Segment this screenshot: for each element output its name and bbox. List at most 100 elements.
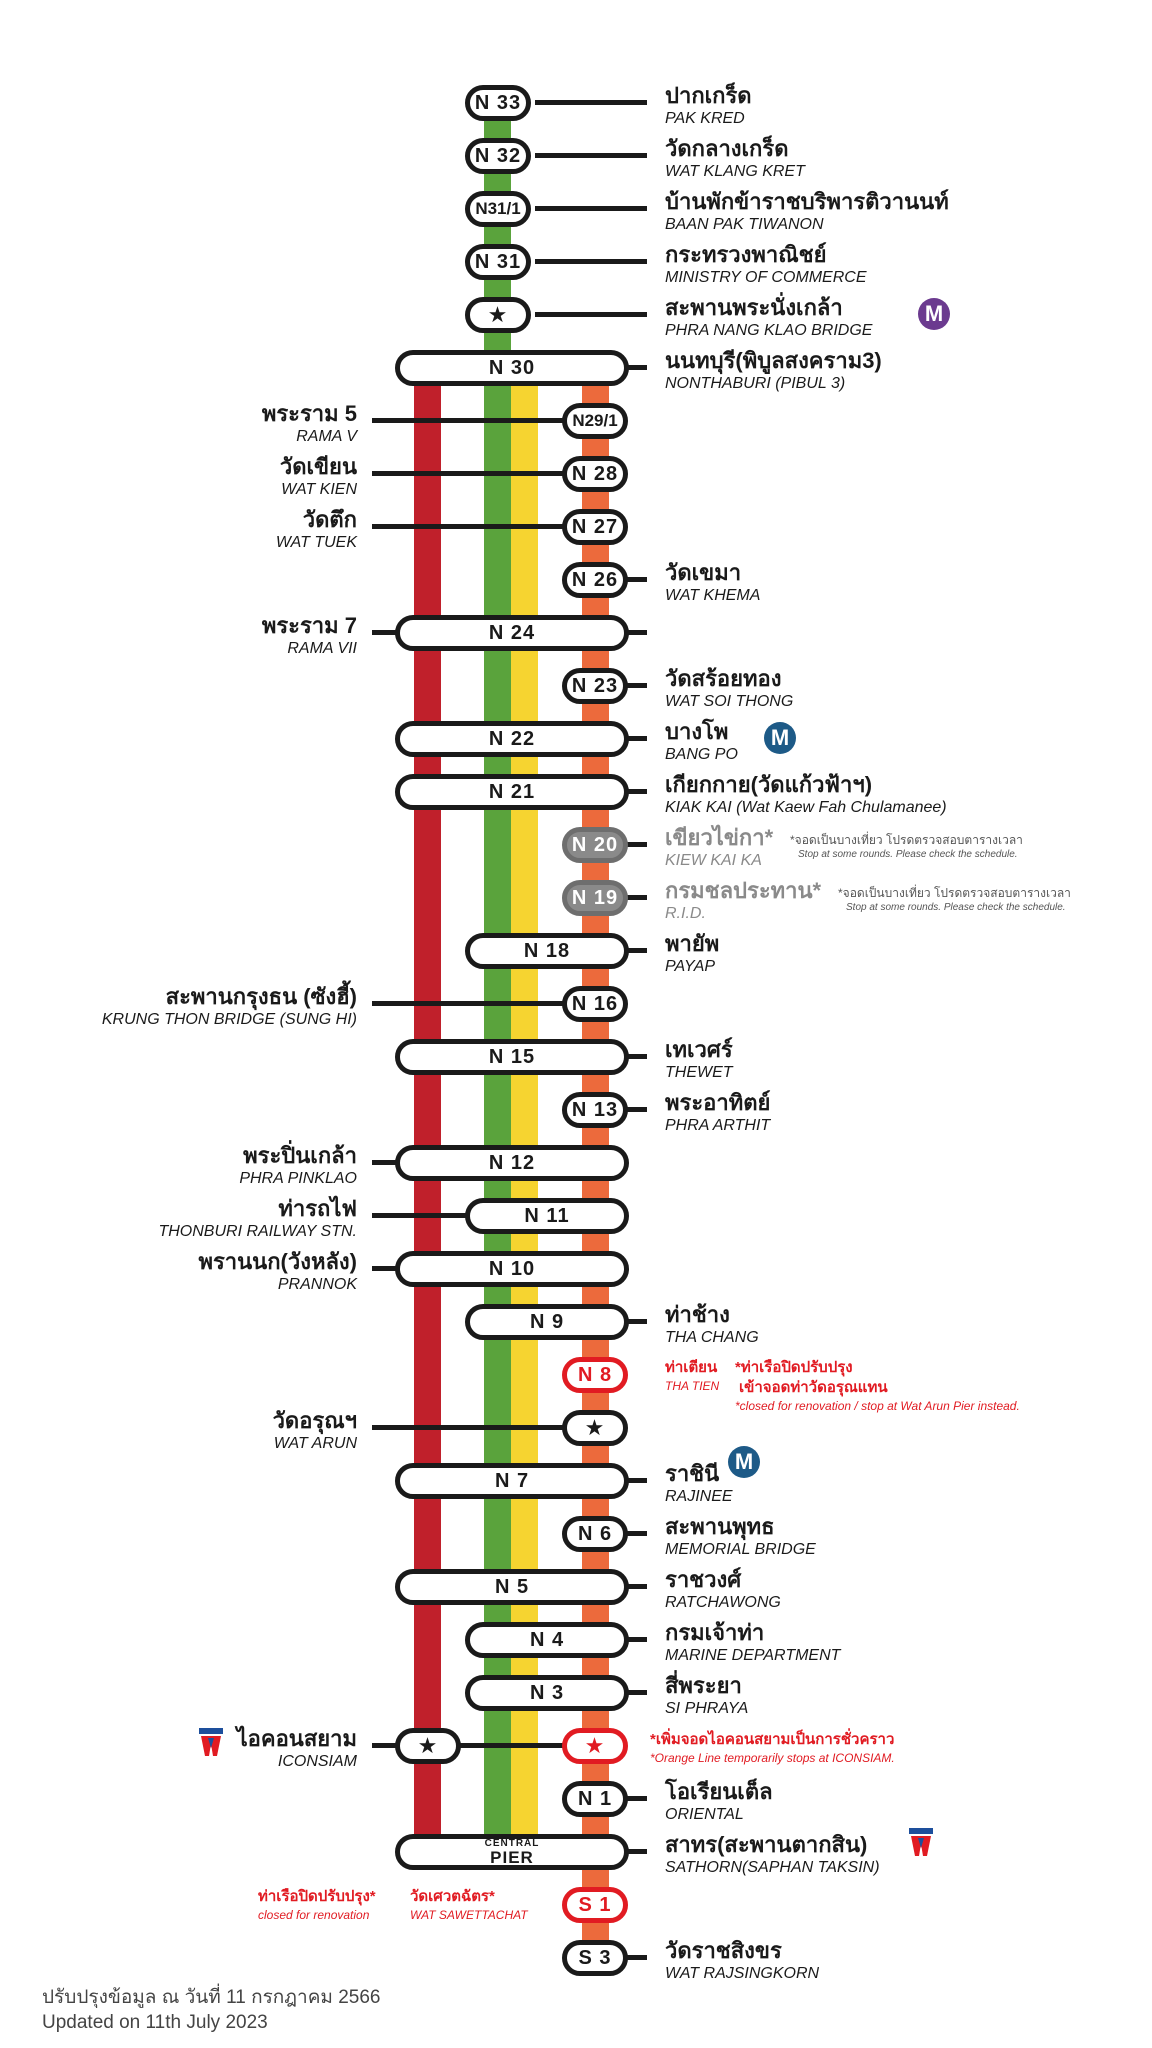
connector <box>626 630 647 635</box>
connector <box>626 577 647 582</box>
station-pill[interactable]: N 6 <box>562 1516 628 1552</box>
connector <box>626 842 647 847</box>
station-pill[interactable]: N 12 <box>395 1145 629 1181</box>
star-icon: ★ <box>584 1733 606 1758</box>
station-label: เขียวไข่กา*KIEW KAI KA <box>665 825 774 869</box>
station-label: สาทร(สะพานตากสิน)SATHORN(SAPHAN TAKSIN) <box>665 1832 880 1876</box>
connector <box>626 1054 647 1059</box>
station-pill[interactable]: ★ <box>562 1410 628 1446</box>
station-pill[interactable]: N 28 <box>562 456 628 492</box>
star-icon: ★ <box>417 1733 439 1758</box>
station-pill[interactable]: N 15 <box>395 1039 629 1075</box>
connector <box>372 418 565 423</box>
station-pill[interactable]: S 1 <box>562 1887 628 1923</box>
station-pill[interactable]: N29/1 <box>562 403 628 439</box>
station-pill[interactable]: N 24 <box>395 615 629 651</box>
station-pill[interactable]: N 19 <box>562 880 628 916</box>
station-pill[interactable]: ★ <box>465 297 531 333</box>
station-pill[interactable]: N 22 <box>395 721 629 757</box>
connector <box>626 948 647 953</box>
station-pill[interactable]: ★ <box>562 1728 628 1764</box>
station-pill[interactable]: N 3 <box>465 1675 629 1711</box>
connector <box>626 1531 647 1536</box>
mrt-blue-icon: M <box>728 1446 760 1478</box>
connector <box>626 1849 647 1854</box>
station-pill[interactable]: N 18 <box>465 933 629 969</box>
connector <box>626 1584 647 1589</box>
station-label: พรานนก(วังหลัง)PRANNOK <box>198 1249 357 1293</box>
bts-logo-icon <box>199 1728 223 1756</box>
closed-note: ท่าเรือปิดปรับปรุง*closed for renovation <box>258 1888 376 1922</box>
iconsiam-note: *เพิ่มจอดไอคอนสยามเป็นการชั่วคราว*Orange… <box>650 1731 895 1765</box>
station-pill[interactable]: N 26 <box>562 562 628 598</box>
update-date-th: ปรับปรุงข้อมูล ณ วันที่ 11 กรกฎาคม 2566 <box>42 1987 381 2008</box>
connector <box>626 789 647 794</box>
station-pill[interactable]: N 5 <box>395 1569 629 1605</box>
station-label: ราชินีRAJINEE <box>665 1461 733 1505</box>
connector <box>626 1955 647 1960</box>
yellow-line <box>511 360 538 1840</box>
station-pill[interactable]: N 9 <box>465 1304 629 1340</box>
station-pill[interactable]: N 27 <box>562 509 628 545</box>
station-pill[interactable]: N 13 <box>562 1092 628 1128</box>
station-pill[interactable]: N 1 <box>562 1781 628 1817</box>
station-pill[interactable]: N 10 <box>395 1251 629 1287</box>
station-pill[interactable]: N 21 <box>395 774 629 810</box>
connector <box>372 1213 467 1218</box>
station-pill[interactable]: N 16 <box>562 986 628 1022</box>
update-date-en: Updated on 11th July 2023 <box>42 2012 268 2033</box>
station-label: เกียกกาย(วัดแก้วฟ้าฯ)KIAK KAI (Wat Kaew … <box>665 772 947 816</box>
bts-logo-icon <box>909 1828 933 1856</box>
star-icon: ★ <box>584 1415 606 1440</box>
station-label: สะพานกรุงธน (ซังฮี้)KRUNG THON BRIDGE (S… <box>101 984 357 1028</box>
station-pill[interactable]: N 30 <box>395 350 629 386</box>
station-pill[interactable]: N 32 <box>465 138 531 174</box>
connector <box>626 1690 647 1695</box>
mrt-blue-icon: M <box>764 722 796 754</box>
station-label: ราชวงศ์RATCHAWONG <box>665 1567 781 1611</box>
connector <box>372 1160 397 1165</box>
connector <box>626 895 647 900</box>
connector <box>372 1743 397 1748</box>
station-pill[interactable]: N 7 <box>395 1463 629 1499</box>
station-pill[interactable]: N 33 <box>465 85 531 121</box>
mrt-purple-icon: M <box>918 298 950 330</box>
station-pill[interactable]: N 31 <box>465 244 531 280</box>
station-pill[interactable]: S 3 <box>562 1940 628 1976</box>
connector <box>459 1743 565 1748</box>
station-pill[interactable]: N 8 <box>562 1357 628 1393</box>
connector <box>626 1319 647 1324</box>
connector <box>626 1107 647 1112</box>
station-pill[interactable]: N 20 <box>562 827 628 863</box>
station-pill[interactable]: N 11 <box>465 1198 629 1234</box>
station-pill[interactable]: N31/1 <box>465 191 531 227</box>
connector <box>372 1425 565 1430</box>
station-pill[interactable]: N 23 <box>562 668 628 704</box>
connector <box>535 153 647 158</box>
station-pill[interactable]: N 4 <box>465 1622 629 1658</box>
connector <box>626 1796 647 1801</box>
station-pill[interactable]: ★ <box>395 1728 461 1764</box>
connector <box>372 630 397 635</box>
station-label: พระอาทิตย์PHRA ARTHIT <box>665 1090 771 1134</box>
red-line <box>414 360 441 1840</box>
connector <box>372 524 565 529</box>
connector <box>626 683 647 688</box>
